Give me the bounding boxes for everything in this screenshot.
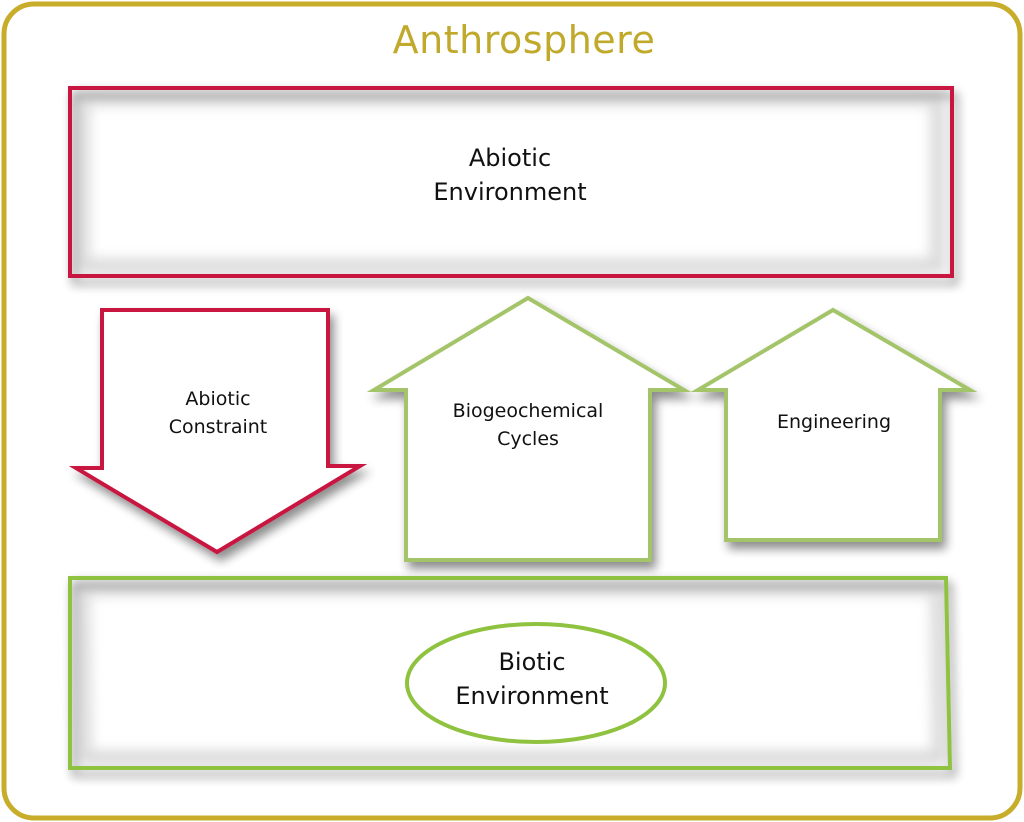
biogeochemical-cycles-line2: Cycles bbox=[497, 428, 559, 450]
engineering-label: Engineering bbox=[734, 408, 934, 436]
abiotic-environment-label: Abiotic Environment bbox=[410, 141, 610, 209]
engineering-text: Engineering bbox=[777, 411, 891, 433]
abiotic-constraint-line1: Abiotic bbox=[185, 388, 251, 410]
biogeochemical-cycles-line1: Biogeochemical bbox=[452, 400, 604, 422]
biotic-environment-label: Biotic Environment bbox=[432, 645, 632, 713]
abiotic-constraint-arrow bbox=[68, 308, 368, 555]
biotic-environment-box bbox=[68, 576, 953, 770]
abiotic-constraint-label: Abiotic Constraint bbox=[128, 385, 308, 441]
diagram-title: Anthrosphere bbox=[392, 18, 656, 62]
engineering-arrow bbox=[690, 307, 978, 542]
biotic-environment-line1: Biotic bbox=[498, 648, 566, 676]
abiotic-environment-line1: Abiotic bbox=[468, 144, 552, 172]
abiotic-environment-line2: Environment bbox=[433, 178, 587, 206]
biogeochemical-cycles-label: Biogeochemical Cycles bbox=[418, 397, 638, 453]
abiotic-constraint-line2: Constraint bbox=[168, 416, 268, 438]
biotic-environment-line2: Environment bbox=[455, 682, 609, 710]
abiotic-environment-box bbox=[68, 86, 954, 278]
biogeochemical-cycles-arrow bbox=[366, 295, 692, 562]
biotic-environment-ellipse bbox=[405, 622, 667, 744]
